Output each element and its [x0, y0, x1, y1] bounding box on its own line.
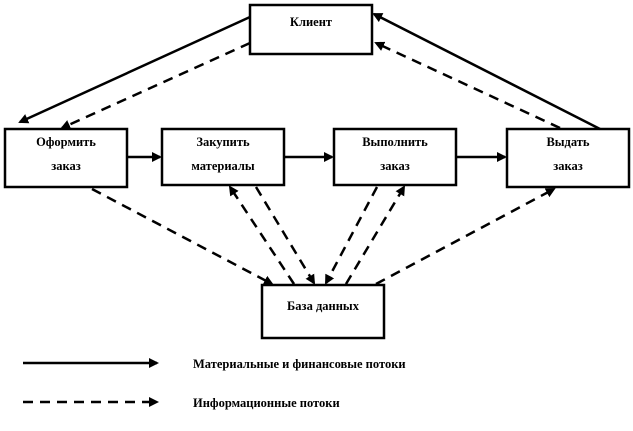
node-client-line-1: Клиент	[290, 15, 332, 29]
node-buy-materials-line-2: материалы	[191, 159, 255, 173]
node-deliver-order: Выдать заказ	[505, 127, 631, 189]
node-buy-materials-line-1: Закупить	[196, 135, 250, 149]
info-arrow-database-to-fulfill-order	[344, 185, 406, 285]
legend-info-flows-label: Информационные потоки	[193, 396, 340, 410]
arrow-deliver-order-to-client	[372, 12, 601, 131]
info-arrow-deliver-order-to-client	[374, 41, 561, 130]
info-arrow-fulfill-order-to-database	[324, 186, 379, 285]
info-arrow-make-order-to-database	[91, 187, 274, 286]
node-buy-materials: Закупить материалы	[160, 127, 286, 187]
node-fulfill-order-line-2: заказ	[380, 159, 410, 173]
node-fulfill-order-line-1: Выполнить	[362, 135, 428, 149]
node-deliver-order-line-2: заказ	[553, 159, 583, 173]
info-arrow-buy-materials-to-database	[254, 186, 316, 285]
node-make-order-line-2: заказ	[51, 159, 81, 173]
node-make-order: Оформить заказ	[3, 127, 129, 189]
legend-material-flows-label: Материальные и финансовые потоки	[193, 357, 406, 371]
node-make-order-line-1: Оформить	[36, 135, 96, 149]
info-arrow-database-to-buy-materials	[228, 185, 296, 285]
arrow-client-to-make-order	[18, 15, 251, 124]
node-database: База данных	[260, 283, 386, 340]
legend: Материальные и финансовые потоки Информа…	[23, 357, 406, 410]
node-deliver-order-line-1: Выдать	[546, 135, 589, 149]
info-arrow-client-to-make-order	[60, 41, 251, 130]
node-fulfill-order: Выполнить заказ	[332, 127, 458, 187]
node-database-line-1: База данных	[287, 299, 360, 313]
node-client: Клиент	[248, 3, 374, 56]
info-arrow-database-to-deliver-order	[375, 187, 556, 286]
